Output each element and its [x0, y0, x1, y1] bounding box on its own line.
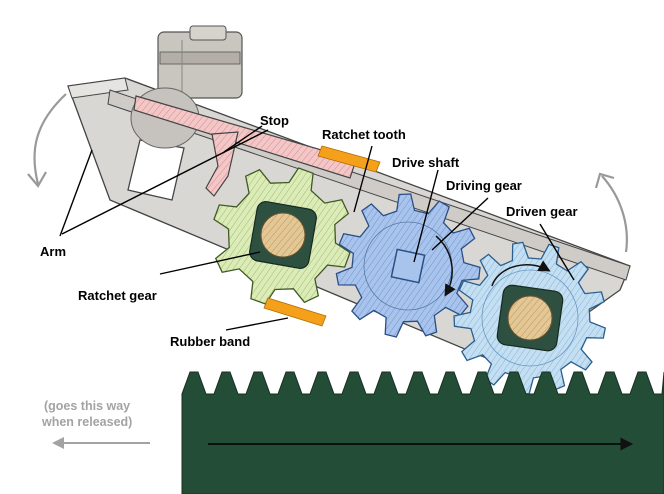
- curved-arrow-down-icon-head: [27, 171, 47, 188]
- ratchet-gear: [213, 167, 351, 305]
- label-drive-shaft: Drive shaft: [392, 155, 460, 170]
- label-rubber-band: Rubber band: [170, 334, 250, 349]
- ratchet-tooth-bar: [317, 145, 381, 173]
- driving-gear: [335, 193, 481, 338]
- label-stop: Stop: [260, 113, 289, 128]
- label-driving-gear: Driving gear: [446, 178, 522, 193]
- curved-arrow-down-icon: [33, 93, 67, 185]
- release-note-line-2: when released): [41, 415, 132, 429]
- hex-nut: [157, 25, 243, 99]
- label-driven-gear: Driven gear: [506, 204, 578, 219]
- label-arm: Arm: [40, 244, 66, 259]
- rack: [181, 371, 664, 494]
- driven-gear-rotation-arrow: [491, 260, 551, 287]
- label-ratchet-tooth: Ratchet tooth: [322, 127, 406, 142]
- rubber-band-bar: [263, 297, 327, 327]
- label-ratchet-gear: Ratchet gear: [78, 288, 157, 303]
- curved-arrow-up-icon-head: [594, 172, 615, 189]
- curved-arrow-up-icon: [601, 175, 628, 253]
- driven-gear: [453, 241, 607, 395]
- leader-lines: [59, 125, 575, 331]
- arrow-left-icon-head: [52, 437, 64, 449]
- release-note-line-1: (goes this way: [44, 399, 130, 413]
- drive-shaft: [390, 248, 426, 284]
- gears: [213, 167, 607, 395]
